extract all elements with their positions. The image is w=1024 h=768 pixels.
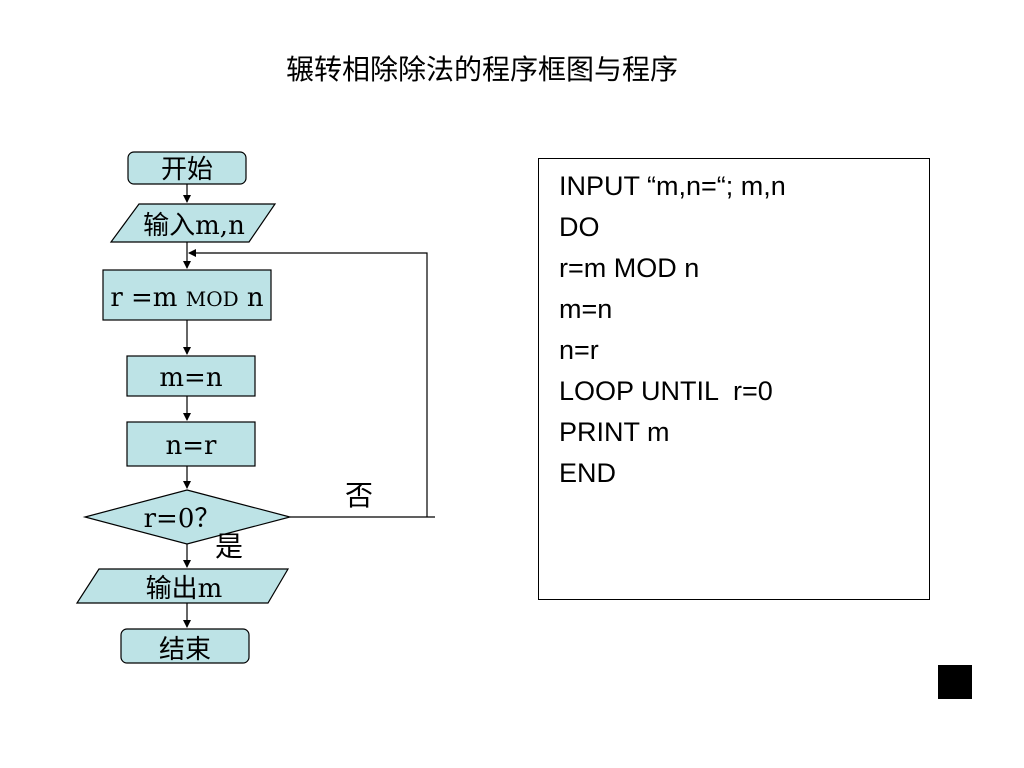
- output-parallelogram: 输出m: [75, 568, 290, 604]
- code-line: n=r: [559, 335, 599, 365]
- code-line: DO: [559, 212, 600, 242]
- input-parallelogram: 输入m,n: [109, 203, 277, 243]
- branch-yes-label: 是: [215, 530, 243, 563]
- end-label: 结束: [159, 635, 211, 665]
- code-line: r=m MOD n: [559, 253, 700, 283]
- assign-n-label: n=r: [166, 431, 218, 461]
- end-terminal: 结束: [120, 628, 250, 665]
- assign-m-label: m=n: [159, 363, 222, 393]
- code-line: END: [559, 458, 617, 488]
- code-line: PRINT m: [559, 417, 670, 447]
- branch-no-label: 否: [345, 479, 373, 512]
- process-mod-label: r =m MOD n: [110, 283, 264, 313]
- code-line: m=n: [559, 294, 613, 324]
- loop-back-return: [188, 249, 428, 517]
- process-mod: r =m MOD n: [102, 269, 272, 321]
- program-code-box: INPUT “m,n=“; m,n DO r=m MOD n m=n n=r L…: [538, 158, 930, 600]
- output-label: 输出m: [146, 574, 223, 604]
- decision-diamond: r=0？: [82, 489, 293, 545]
- code-line: LOOP UNTIL r=0: [559, 376, 773, 406]
- process-assign-m: m=n: [126, 355, 256, 397]
- slide-title: 辗转相除除法的程序框图与程序: [285, 53, 678, 86]
- code-line: INPUT “m,n=“; m,n: [559, 171, 786, 201]
- end-of-slide-square: [938, 665, 972, 699]
- start-label: 开始: [161, 155, 213, 185]
- process-assign-n: n=r: [126, 421, 256, 467]
- input-label: 输入m,n: [143, 211, 245, 241]
- start-terminal: 开始: [127, 151, 247, 185]
- decision-label: r=0？: [144, 504, 221, 534]
